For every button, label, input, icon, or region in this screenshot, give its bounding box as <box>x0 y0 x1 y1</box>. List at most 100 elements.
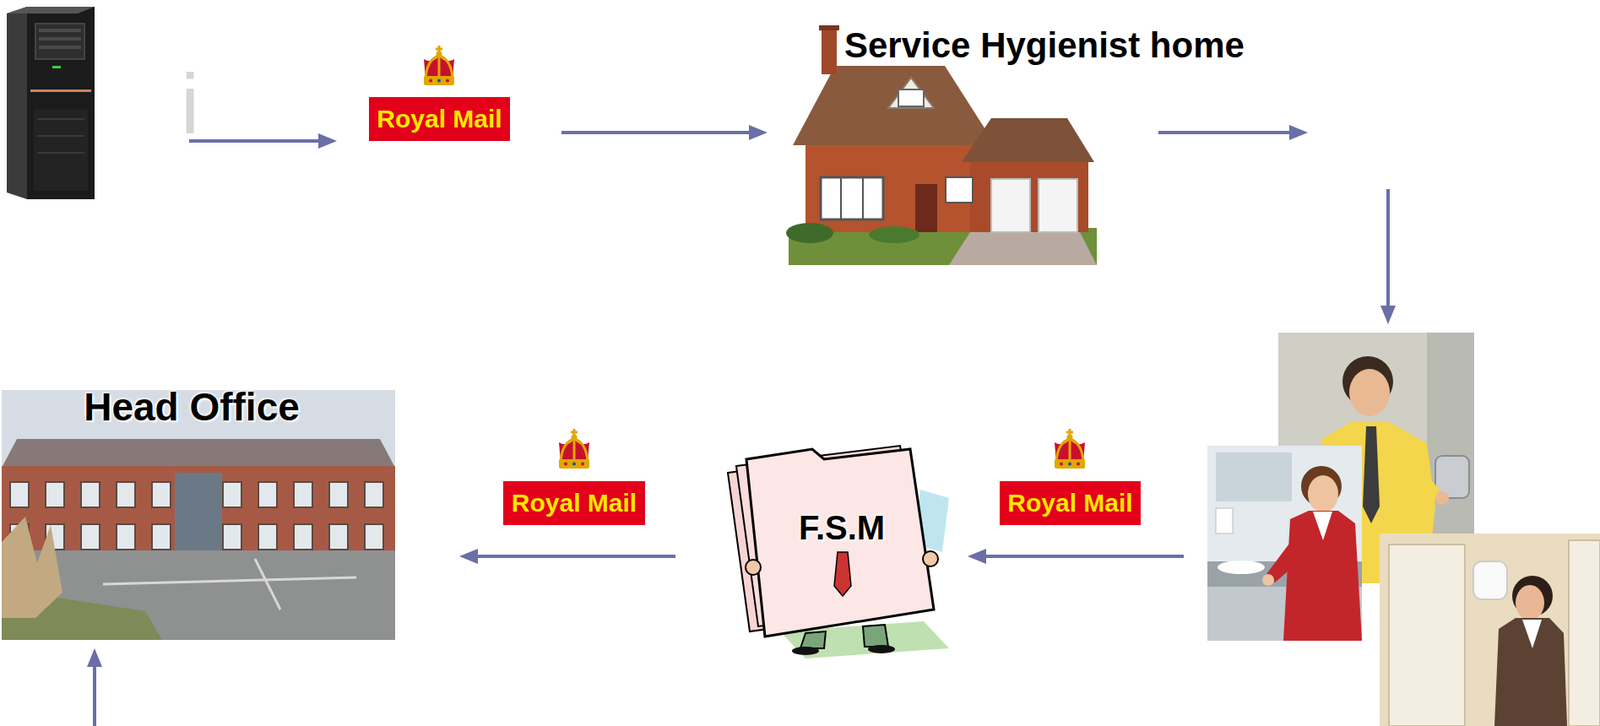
server-illustration-part <box>37 135 85 137</box>
washroom-photos-part <box>1568 540 1600 726</box>
folder-node: F.S.M <box>712 440 950 662</box>
flow-arrow <box>645 556 676 558</box>
royal-mail-logo: Royal Mail <box>503 428 646 575</box>
folder-clipart-part <box>862 624 889 647</box>
house-illustration-part <box>991 178 1031 233</box>
folder-clipart-part <box>867 645 895 654</box>
server-illustration-part <box>37 118 85 120</box>
office-illustration-part <box>1 516 63 619</box>
house-illustration-part <box>862 177 864 220</box>
faint-label: i <box>180 61 200 147</box>
house-illustration-part <box>949 232 1097 266</box>
house-illustration-part <box>945 177 973 203</box>
flow-arrow <box>561 124 768 141</box>
server-illustration-part <box>38 37 82 41</box>
office-node: Head Office <box>1 390 396 640</box>
flow-arrow-part <box>92 666 97 726</box>
royal-mail-badge: Royal Mail <box>503 481 646 526</box>
flow-arrow-part <box>189 139 320 143</box>
folder-clipart-part <box>791 646 819 656</box>
washroom-photos-part <box>1262 574 1275 586</box>
house-illustration-part <box>915 184 938 233</box>
house-illustration-part <box>961 118 1095 163</box>
flow-arrow <box>459 548 504 565</box>
server-illustration-part <box>52 65 61 69</box>
washroom-photos-part <box>1401 455 1440 504</box>
house-illustration-part <box>805 135 983 233</box>
royal-mail-logo: Royal Mail <box>999 428 1141 575</box>
washroom-photos-part <box>1349 368 1390 417</box>
house-illustration-part <box>1038 178 1078 233</box>
folder-clipart-part <box>800 631 826 649</box>
server-illustration-part <box>38 45 82 49</box>
office-illustration-part <box>174 472 223 551</box>
server-illustration <box>6 6 95 200</box>
washroom-photos-part <box>1515 585 1545 621</box>
logo-text: Royal Mail <box>511 488 637 519</box>
server-illustration-part <box>6 6 28 200</box>
server-illustration-part <box>6 6 95 14</box>
office-illustration-part <box>1 466 396 551</box>
house-illustration-part <box>898 89 924 107</box>
flow-arrow-part <box>318 133 337 149</box>
washroom-photos-part <box>1379 533 1600 726</box>
washroom-photos-part <box>1215 452 1292 502</box>
flow-arrow-part <box>999 554 1184 559</box>
washroom-photos-part <box>1473 561 1508 600</box>
arrow-line <box>984 554 1000 559</box>
folder-clipart-part <box>746 449 934 637</box>
house-illustration-part <box>818 25 840 31</box>
server-illustration-part <box>35 23 85 60</box>
house-illustration-part <box>792 65 996 146</box>
office-illustration-part <box>103 577 357 585</box>
server-illustration-part <box>30 89 92 93</box>
washroom-photos-part <box>1215 508 1233 534</box>
house-illustration-part <box>868 226 920 244</box>
washroom-photos-part <box>1362 426 1380 524</box>
node-title: F.S.M <box>798 508 885 548</box>
house-illustration-part <box>788 227 1097 266</box>
house-illustration-part <box>970 151 1089 233</box>
logo-text: Royal Mail <box>376 104 502 135</box>
royal-mail-badge: Royal Mail <box>368 97 510 142</box>
washroom-photos <box>1207 332 1600 726</box>
house-illustration-part <box>820 177 884 220</box>
server-illustration-part <box>27 6 95 200</box>
washroom-photos-part <box>1522 619 1542 649</box>
folder-clipart-part <box>745 559 761 575</box>
crown-symbol-part <box>1054 428 1085 469</box>
logo-text: Royal Mail <box>1007 488 1133 519</box>
folder-clipart-part <box>834 552 852 597</box>
office-illustration-part <box>254 558 281 610</box>
arrow-line <box>645 554 676 559</box>
office-illustration-part <box>1 439 396 468</box>
server-illustration-part <box>37 151 85 154</box>
washroom-photos-part <box>1388 544 1465 726</box>
arrow-head <box>748 124 768 141</box>
washroom-photos-part <box>1494 618 1568 726</box>
arrow-line <box>561 130 751 135</box>
house-illustration-part <box>888 77 934 109</box>
washroom-photos-part <box>1435 491 1449 505</box>
server-illustration-part <box>38 28 82 33</box>
node-title: Head Office <box>83 385 300 430</box>
washroom-photos-part <box>1307 475 1339 513</box>
royal-mail-logo: Royal Mail <box>368 45 510 142</box>
royal-mail-badge: Royal Mail <box>999 481 1141 526</box>
washroom-photos-part <box>1217 560 1265 575</box>
house-node: Service Hygienist home <box>788 25 1097 266</box>
arrow-head <box>459 548 478 565</box>
flow-arrow-part <box>503 554 646 559</box>
flow-arrow-part <box>86 648 103 668</box>
washroom-photos-part <box>1207 445 1362 641</box>
house-illustration-part <box>821 25 837 75</box>
flow-arrow <box>967 548 1000 565</box>
flow-arrow-part <box>1289 124 1308 141</box>
crown-symbol-part <box>423 45 455 86</box>
arrow-head <box>967 548 987 565</box>
office-illustration-part <box>1 550 396 640</box>
flow-arrow-part <box>1386 189 1390 307</box>
